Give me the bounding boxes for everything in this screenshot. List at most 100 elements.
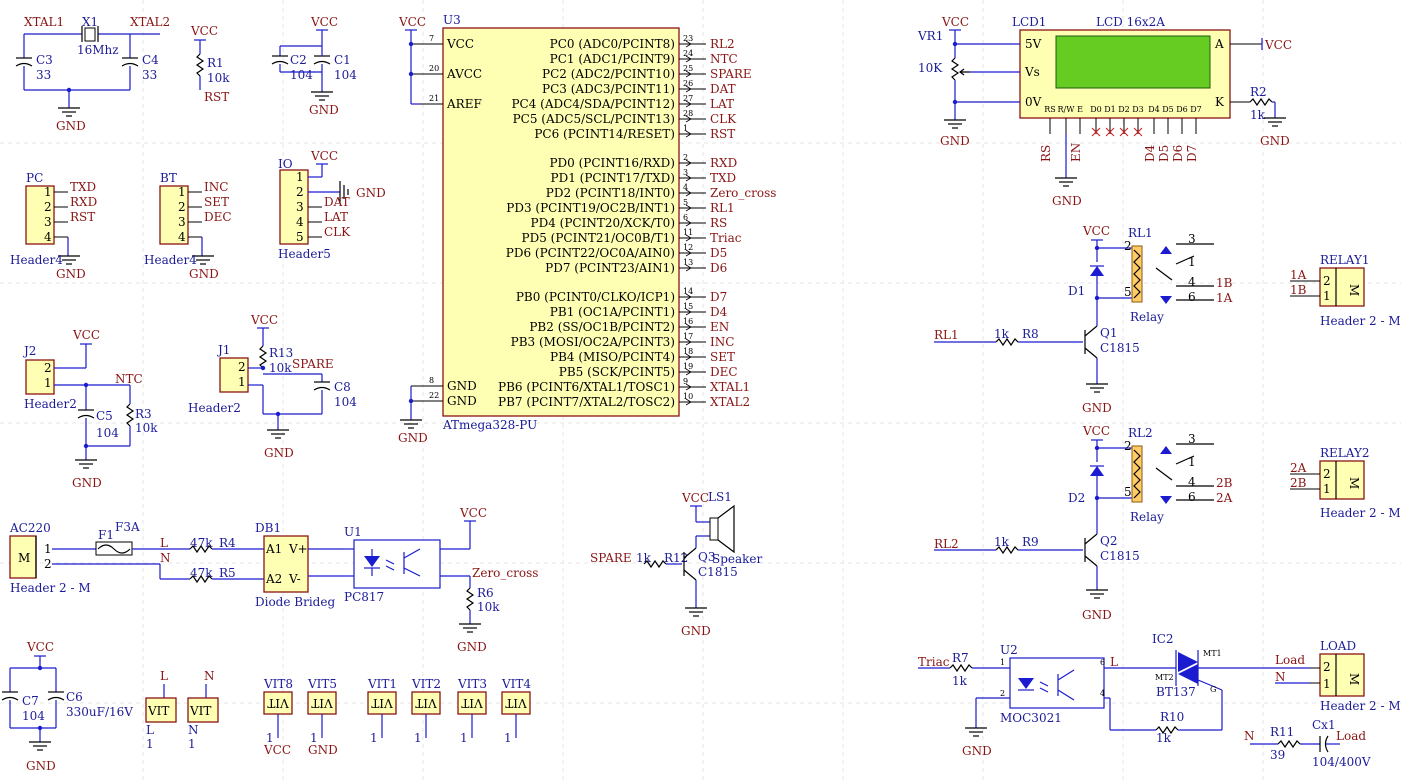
crystal-block[interactable]: XTAL1 X1 XTAL2 16Mhz C3 33 C4 33 GND: [15, 15, 170, 133]
vit-text: VIT: [311, 696, 333, 710]
lcd-nc-mark: [1091, 127, 1101, 137]
vit-designator: VIT8: [263, 677, 293, 691]
mcu-right-pin-arrow: [685, 85, 692, 93]
mcu-right-pin-net: XTAL2: [710, 395, 750, 409]
relay2-conn: RELAY2: [1320, 446, 1370, 460]
rl2-relay: Relay: [1130, 510, 1164, 524]
sup-vcc: VCC: [26, 640, 54, 654]
lcd-nc-mark: [1105, 127, 1115, 137]
x1-designator: X1: [82, 15, 98, 29]
bridge-designator: DB1: [255, 521, 281, 535]
ac-input-zero-cross[interactable]: AC220 M 1 2 Header 2 - M F1 F3A L N 47k …: [9, 506, 538, 654]
header-j2-ntc[interactable]: J2 2 1 VCC NTC C5 104 R3 10k Header2 GND: [22, 328, 158, 490]
lcd-pin-5v: 5V: [1025, 37, 1042, 51]
mcu-right-pin-num: 17: [683, 332, 693, 341]
mcu-right-pin-num: 14: [683, 287, 693, 296]
lcd-bottom-label: D3: [1132, 105, 1144, 114]
rl1-gnd: GND: [1082, 401, 1112, 415]
mcu-right-pin-name: PB3 (MOSI/OC2A/PCINT3): [511, 335, 675, 349]
vit-n-val: 1: [188, 737, 196, 751]
bt-pin4: 4: [178, 230, 186, 244]
mcu-left-pin-name: GND: [447, 379, 477, 393]
mcu-left-pin-name: GND: [447, 394, 477, 408]
lcd-nc-mark: [1133, 127, 1143, 137]
relay1-conn-a: 1A: [1290, 268, 1307, 282]
mcu-right-pin-arrow: [685, 398, 692, 406]
mcu-right-pin-name: PB0 (PCINT0/CLKO/ICP1): [516, 290, 675, 304]
q3-part: C1815: [698, 565, 738, 579]
mcu-right-pin-num: 2: [683, 153, 688, 162]
mcu-right-pin-net: DAT: [710, 82, 736, 96]
mcu-right-pin-num: 28: [683, 109, 693, 118]
vit-test-points[interactable]: L VIT L 1 N VIT N 1 VIT8VIT1VCCVIT5VIT1G…: [145, 669, 531, 757]
vit-items: VIT8VIT1VCCVIT5VIT1GNDVIT1VIT1VIT2VIT1VI…: [263, 677, 531, 757]
j1-pin2: 2: [238, 360, 246, 374]
header-j1-spare[interactable]: J1 2 1 VCC R13 10k SPARE C8 104 Header2 …: [188, 313, 357, 460]
mcu-left-pin-num: 21: [429, 94, 439, 103]
header-pc[interactable]: PC 1 2 3 4 TXD RXD RST Header4 GND: [10, 171, 97, 281]
triac-block[interactable]: Triac R7 1k U2 1 2 6 4 GND MOC3021 L R10…: [918, 632, 1401, 769]
vit-designator: VIT5: [307, 677, 337, 691]
lcd-bottom-label: D1: [1104, 105, 1116, 114]
vit-n-des: N: [188, 723, 199, 737]
mcu-right-pin-num: 23: [683, 34, 693, 43]
rl1-pin1: 1: [1188, 255, 1196, 269]
c2-designator: C2: [290, 53, 307, 67]
lcd-bottom-label: E: [1077, 105, 1083, 114]
mcu-right-pin-arrow: [685, 100, 692, 108]
q3-designator: Q3: [698, 550, 715, 564]
header-io[interactable]: IO VCC 1 2 3 4 5 GND DAT LAT CLK Header5: [278, 149, 386, 261]
u2-gnd: GND: [962, 744, 992, 758]
mcu-right-pin-net: RXD: [710, 156, 737, 170]
io-net-dat: DAT: [324, 195, 350, 209]
reset-resistor[interactable]: VCC R1 10k RST: [190, 24, 230, 104]
mcu-right-pin-arrow: [685, 219, 692, 227]
mcu-right-pin-num: 15: [683, 302, 693, 311]
xtal1-net: XTAL1: [24, 15, 64, 29]
mcu-right-pin-net: RST: [710, 127, 735, 141]
mcu-right-pin-num: 27: [683, 94, 693, 103]
rl1-relay: Relay: [1130, 310, 1164, 324]
c8-designator: C8: [334, 380, 351, 394]
mcu-right-pin-net: SET: [710, 350, 735, 364]
vit-l-label: L: [160, 669, 168, 683]
decoupling-caps[interactable]: VCC C2 104 C1 104 GND: [271, 15, 357, 117]
rl1-pin3: 3: [1188, 232, 1196, 246]
mcu-right-pin-num: 10: [683, 392, 693, 401]
header-bt[interactable]: BT 1 2 3 4 INC SET DEC Header4 GND: [144, 171, 232, 281]
r6-designator: R6: [477, 586, 494, 600]
mcu-right-pin-name: PB1 (OC1A/PCINT1): [550, 305, 675, 319]
mcu-right-pin-arrow: [685, 234, 692, 242]
rl1-pin5: 5: [1124, 285, 1132, 299]
pc-pin3: 3: [44, 215, 52, 229]
io-title: IO: [278, 157, 293, 171]
bt-net-dec: DEC: [204, 210, 232, 224]
r4-designator: R4: [219, 536, 236, 550]
mcu-designator: U3: [443, 13, 461, 27]
mcu-gnd-label: GND: [398, 431, 428, 445]
mcu-right-pin-arrow: [685, 368, 692, 376]
io-pin5: 5: [296, 230, 304, 244]
io-gnd: GND: [356, 186, 386, 200]
relay2-block[interactable]: VCC RL2 D2 2 5 3 1 4 6 2B 2A Relay RL2 1…: [934, 424, 1401, 622]
r1-net: RST: [204, 90, 229, 104]
mcu-right-pin-arrow: [685, 249, 692, 257]
mcu-right-pin-num: 5: [683, 198, 688, 207]
ac-conn-m: M: [18, 551, 30, 565]
pc-net-txd: TXD: [70, 180, 96, 194]
speaker-block[interactable]: SPARE 1k R12 Q3 C1815 VCC LS1 Speaker GN…: [590, 490, 763, 638]
j1-vcc: VCC: [250, 313, 278, 327]
lcd-bottom-label: D4: [1148, 105, 1160, 114]
q1-part: C1815: [1100, 341, 1140, 355]
supply-caps[interactable]: VCC C7 104 C6 330uF/16V GND: [1, 640, 133, 773]
mcu-right-pin-name: PC3 (ADC3/PCINT11): [542, 82, 675, 96]
dec-gnd: GND: [309, 103, 339, 117]
mcu-right-pin-num: 3: [683, 168, 688, 177]
relay1-block[interactable]: VCC RL1 D1 2 5 3 1 4 6 1B 1A Relay RL1 1…: [934, 224, 1401, 415]
vit-designator: VIT3: [457, 677, 487, 691]
mcu-right-pin-net: D4: [710, 305, 728, 319]
mcu-right-pin-num: 12: [683, 243, 693, 252]
mcu-right-pin-num: 19: [683, 362, 693, 371]
